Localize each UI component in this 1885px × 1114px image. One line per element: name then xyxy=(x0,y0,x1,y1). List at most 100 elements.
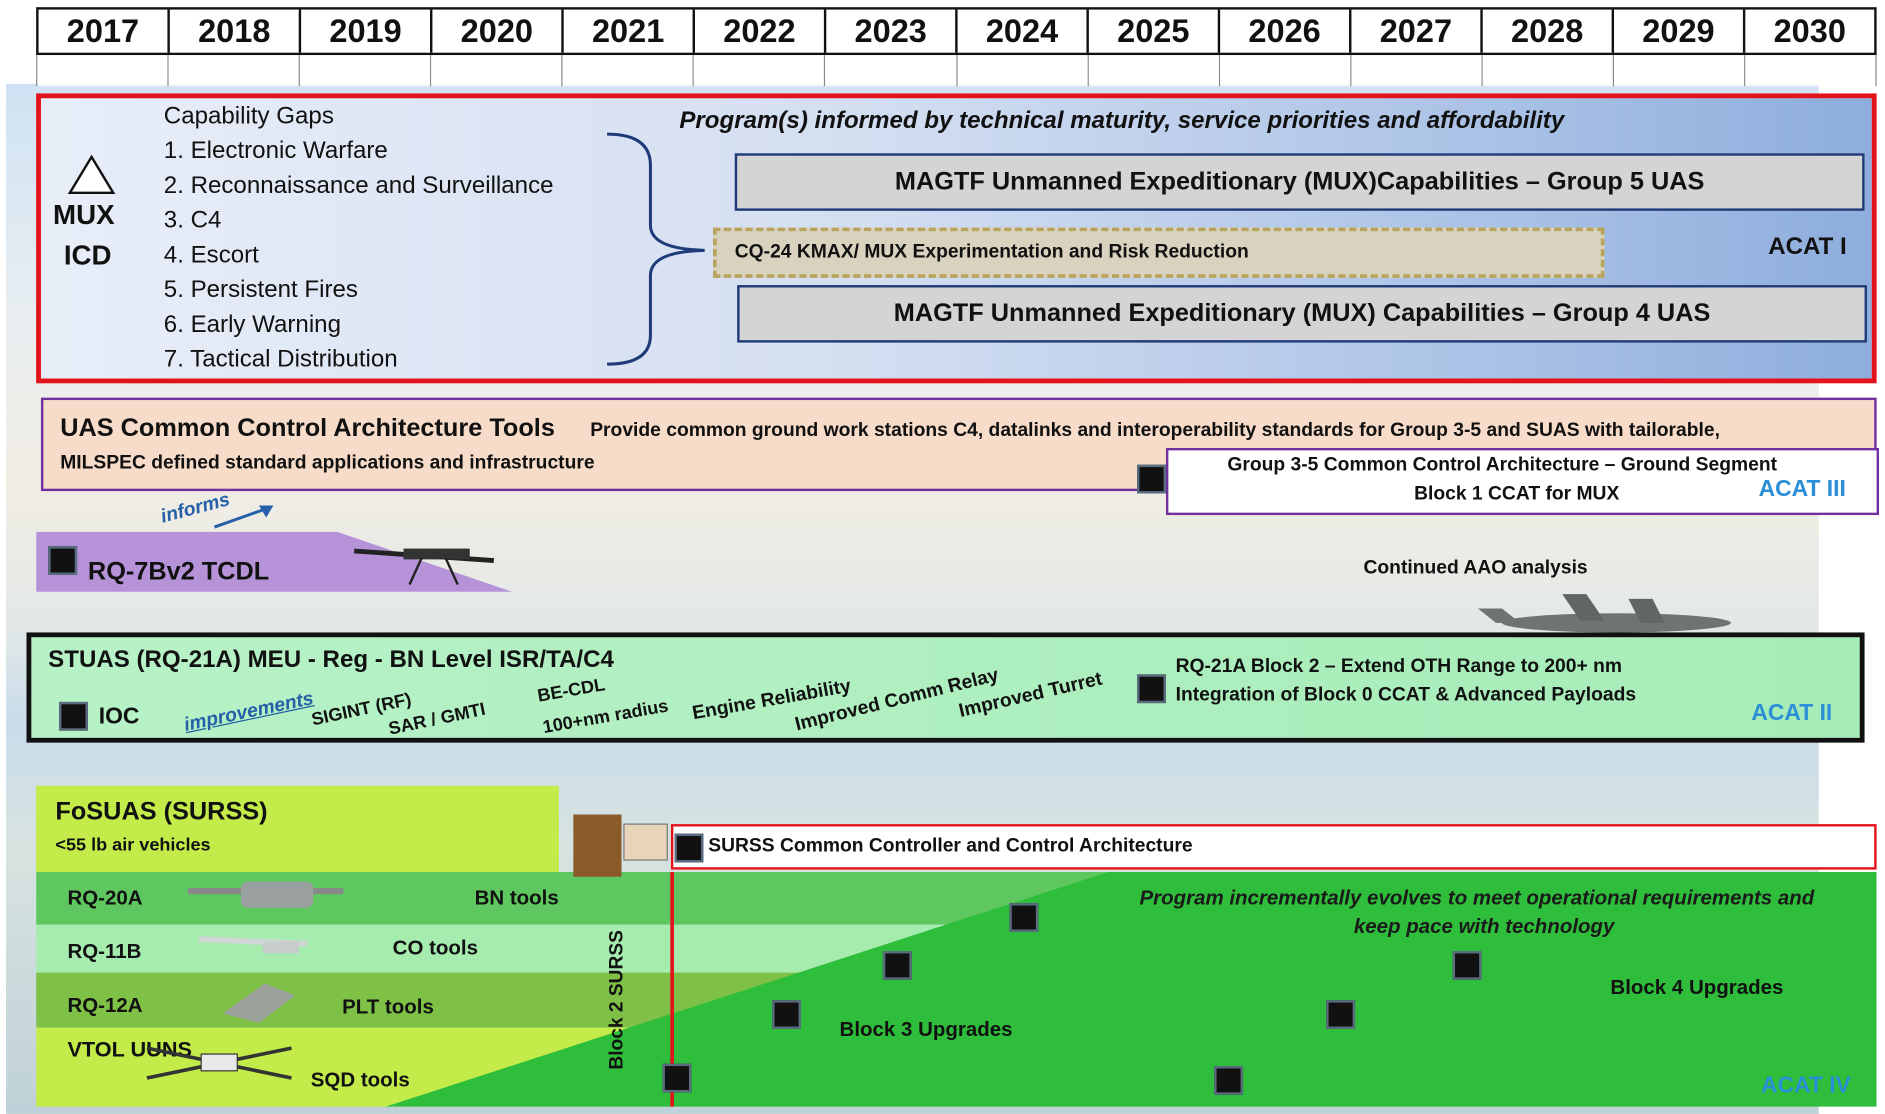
ground-segment-box xyxy=(1165,447,1880,516)
milestone-marker xyxy=(1009,903,1039,932)
stuas-acat: ACAT II xyxy=(1751,700,1833,726)
fosuas-sub: <55 lb air vehicles xyxy=(55,834,211,856)
year-subcell xyxy=(431,55,563,87)
year-subcell xyxy=(1351,55,1483,87)
surss-cc-label: SURSS Common Controller and Control Arch… xyxy=(708,836,1193,857)
bn-tools-label: BN tools xyxy=(474,886,559,910)
milestone-marker xyxy=(772,1000,801,1029)
rq11b-drone-icon xyxy=(198,936,308,954)
stuas-block2-line1: RQ-21A Block 2 – Extend OTH Range to 200… xyxy=(1175,656,1623,677)
stuas-block2-line2: Integration of Block 0 CCAT & Advanced P… xyxy=(1175,685,1637,706)
milestone-marker xyxy=(59,701,88,731)
gap-item: 3. C4 xyxy=(163,207,222,234)
group5-bar: MAGTF Unmanned Expeditionary (MUX)Capabi… xyxy=(734,153,1865,211)
year-subcell xyxy=(300,55,432,87)
aao-label: Continued AAO analysis xyxy=(1363,558,1588,579)
brace-icon xyxy=(607,132,705,366)
ccat-desc2: MILSPEC defined standard applications an… xyxy=(60,452,595,474)
milestone-marker xyxy=(1137,464,1166,494)
milestone-marker xyxy=(1214,1066,1244,1095)
cq24-label: CQ-24 KMAX/ MUX Experimentation and Risk… xyxy=(734,241,1249,263)
group4-bar: MAGTF Unmanned Expeditionary (MUX) Capab… xyxy=(737,285,1867,343)
evolves-line2: keep pace with technology xyxy=(1353,915,1615,938)
year-subcell xyxy=(1219,55,1352,87)
rq7-drone-icon xyxy=(353,548,495,586)
year-cell: 2025 xyxy=(1089,9,1221,53)
plt-tools-label: PLT tools xyxy=(342,995,434,1019)
year-cell: 2024 xyxy=(958,9,1089,53)
year-cell: 2022 xyxy=(695,9,827,53)
milestone-marker xyxy=(882,951,912,980)
gap-item: 6. Early Warning xyxy=(163,311,341,338)
fosuas-acat: ACAT IV xyxy=(1760,1073,1851,1099)
vtol-drone-icon xyxy=(146,1046,292,1080)
triangle-icon xyxy=(67,154,116,195)
arrow-icon xyxy=(213,505,274,529)
year-subcell xyxy=(1482,55,1614,87)
year-subcell xyxy=(1613,55,1746,87)
year-subcell xyxy=(37,55,169,87)
year-cell: 2030 xyxy=(1773,12,1846,49)
year-cell: 2026 xyxy=(1220,9,1352,53)
year-cell: 2019 xyxy=(301,9,433,53)
gaps-title: Capability Gaps xyxy=(163,103,334,130)
milestone-marker xyxy=(1137,674,1166,704)
year-cell: 2018 xyxy=(170,9,302,53)
year-subcell xyxy=(694,55,826,87)
block4-label: Block 4 Upgrades xyxy=(1610,976,1784,999)
mux-label: MUX xyxy=(52,198,115,230)
milestone-marker xyxy=(1326,1000,1356,1029)
year-subcells xyxy=(36,55,1877,87)
rq20a-label: RQ-20A xyxy=(67,886,143,910)
year-subcell xyxy=(168,55,301,87)
gap-item: 7. Tactical Distribution xyxy=(163,346,398,373)
fosuas-title: FoSUAS (SURSS) xyxy=(55,797,268,826)
year-cell: 2023 xyxy=(826,9,958,53)
year-subcell xyxy=(562,55,695,87)
ground-line1: Group 3-5 Common Control Architecture – … xyxy=(1227,455,1778,476)
gap-item: 2. Reconnaissance and Surveillance xyxy=(163,172,554,199)
year-subcell xyxy=(957,55,1089,87)
rq12a-label: RQ-12A xyxy=(67,994,143,1017)
cq24-bar xyxy=(713,227,1605,278)
block2-surss-label: Block 2 SURSS xyxy=(607,930,628,1070)
ccat-desc1: Provide common ground work stations C4, … xyxy=(590,420,1720,441)
milestone-marker xyxy=(662,1063,692,1093)
rq7-banner xyxy=(36,531,512,592)
year-cell: 2017 xyxy=(39,9,170,53)
program-note: Program(s) informed by technical maturit… xyxy=(679,107,1565,135)
stuas-section xyxy=(26,632,1865,743)
rq20a-drone-icon xyxy=(187,881,344,908)
year-cell: 2029 xyxy=(1614,9,1746,53)
ground-line2: Block 1 CCAT for MUX xyxy=(1414,483,1620,505)
rq11b-label: RQ-11B xyxy=(67,940,142,964)
fosuas-header xyxy=(36,785,559,872)
block3-label: Block 3 Upgrades xyxy=(839,1018,1013,1041)
year-subcell xyxy=(825,55,958,87)
year-cell: 2021 xyxy=(564,9,695,53)
vtol-label: VTOL UUNS xyxy=(67,1037,192,1062)
controller-icon xyxy=(573,814,668,877)
surss-cc-box xyxy=(670,824,1877,870)
year-subcell xyxy=(1745,55,1877,87)
year-cell: 2028 xyxy=(1483,9,1615,53)
gap-item: 5. Persistent Fires xyxy=(163,276,358,304)
icd-label: ICD xyxy=(63,239,112,271)
milestone-marker xyxy=(674,833,704,863)
ccat-title: UAS Common Control Architecture Tools xyxy=(60,414,555,442)
ioc-label: IOC xyxy=(98,704,140,730)
evolves-line1: Program incrementally evolves to meet op… xyxy=(1139,886,1815,910)
gap-item: 1. Electronic Warfare xyxy=(163,137,388,165)
co-tools-label: CO tools xyxy=(392,936,478,960)
year-cell: 2020 xyxy=(432,9,564,53)
mux-drone-icon xyxy=(1477,594,1731,633)
gap-item: 4. Escort xyxy=(163,241,259,269)
stuas-title: STUAS (RQ-21A) MEU - Reg - BN Level ISR/… xyxy=(48,646,614,674)
milestone-marker xyxy=(1452,951,1482,980)
sqd-tools-label: SQD tools xyxy=(310,1068,410,1092)
year-subcell xyxy=(1088,55,1220,87)
mux-acat: ACAT I xyxy=(1768,233,1847,260)
milestone-marker xyxy=(48,546,78,575)
